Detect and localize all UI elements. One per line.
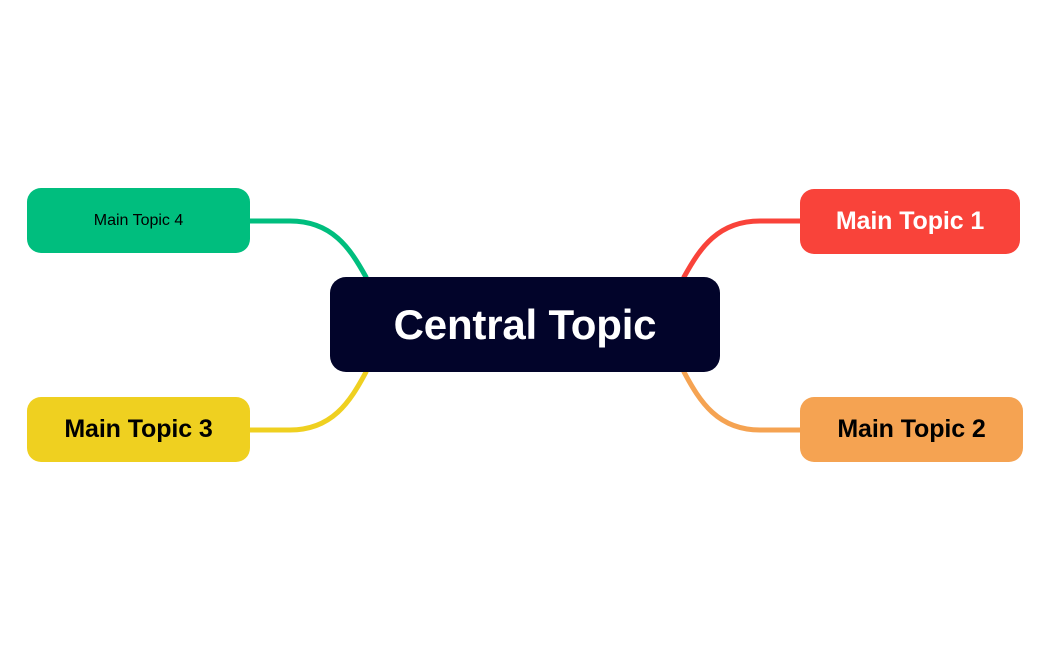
node-main-topic-1[interactable]: Main Topic 1	[800, 189, 1020, 254]
node-central-topic-label: Central Topic	[393, 300, 657, 348]
node-central-topic[interactable]: Central Topic	[330, 277, 720, 372]
connector-topic-2	[681, 369, 803, 433]
node-main-topic-2-label: Main Topic 2	[837, 415, 986, 443]
node-main-topic-3[interactable]: Main Topic 3	[27, 397, 250, 462]
node-main-topic-3-label: Main Topic 3	[64, 415, 213, 443]
node-main-topic-4[interactable]: Main Topic 4	[27, 188, 250, 253]
node-main-topic-4-label: Main Topic 4	[93, 211, 184, 229]
connector-topic-1	[681, 218, 803, 280]
connector-topic-3	[247, 369, 369, 433]
node-main-topic-1-label: Main Topic 1	[835, 207, 985, 235]
node-main-topic-2[interactable]: Main Topic 2	[800, 397, 1023, 462]
connector-topic-4	[247, 218, 369, 280]
